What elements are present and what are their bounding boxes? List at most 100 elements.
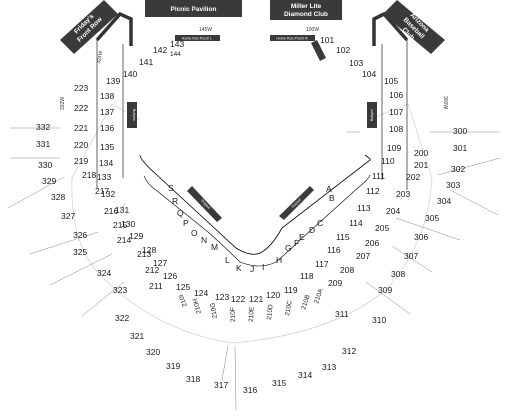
section-210B[interactable]: 210B [300, 294, 311, 311]
section-204[interactable]: 204 [386, 206, 400, 216]
section-304[interactable]: 304 [437, 196, 451, 206]
section-123[interactable]: 123 [215, 292, 229, 302]
section-B[interactable]: B [329, 193, 335, 203]
section-322[interactable]: 322 [115, 313, 129, 323]
section-317[interactable]: 317 [214, 380, 228, 390]
section-210C[interactable]: 210C [284, 300, 294, 317]
section-214[interactable]: 214 [117, 235, 131, 245]
section-143[interactable]: 143 [170, 39, 184, 49]
section-302[interactable]: 302 [451, 164, 465, 174]
section-134[interactable]: 134 [99, 158, 113, 168]
section-116[interactable]: 116 [327, 245, 341, 255]
section-111[interactable]: 111 [372, 171, 385, 181]
section-N[interactable]: N [201, 235, 207, 245]
section-311[interactable]: 311 [335, 309, 349, 319]
section-320[interactable]: 320 [146, 347, 160, 357]
miller-lite-box[interactable] [270, 0, 342, 20]
section-210D[interactable]: 210D [266, 304, 275, 320]
section-323[interactable]: 323 [113, 285, 127, 295]
section-201[interactable]: 201 [414, 160, 428, 170]
section-102[interactable]: 102 [336, 45, 350, 55]
section-210F[interactable]: 210F [229, 307, 237, 322]
section-124[interactable]: 124 [194, 288, 208, 298]
section-139[interactable]: 139 [106, 76, 120, 86]
section-223[interactable]: 223 [74, 83, 88, 93]
section-210I[interactable]: 210I [178, 293, 189, 307]
section-138[interactable]: 138 [100, 91, 114, 101]
section-205[interactable]: 205 [375, 223, 389, 233]
section-F[interactable]: F [294, 238, 299, 248]
section-319[interactable]: 319 [166, 361, 180, 371]
section-203[interactable]: 203 [396, 189, 410, 199]
section-208[interactable]: 208 [340, 265, 354, 275]
section-117[interactable]: 117 [315, 259, 329, 269]
section-318[interactable]: 318 [186, 374, 200, 384]
section-210H[interactable]: 210H [192, 297, 203, 314]
section-300[interactable]: 300 [453, 126, 467, 136]
section-C[interactable]: C [317, 218, 323, 228]
section-109[interactable]: 109 [387, 143, 401, 153]
section-328[interactable]: 328 [51, 192, 65, 202]
section-107[interactable]: 107 [389, 107, 403, 117]
section-H[interactable]: H [276, 255, 282, 265]
section-303[interactable]: 303 [446, 180, 460, 190]
home-run-porch-left[interactable] [175, 35, 220, 41]
section-130[interactable]: 130 [121, 219, 135, 229]
section-105[interactable]: 105 [384, 76, 398, 86]
section-327[interactable]: 327 [61, 211, 75, 221]
section-207[interactable]: 207 [356, 251, 370, 261]
section-Q[interactable]: Q [177, 208, 184, 218]
section-326[interactable]: 326 [73, 230, 87, 240]
section-217[interactable]: 217 [95, 186, 109, 196]
section-144[interactable]: 144 [170, 51, 181, 58]
section-S[interactable]: S [168, 183, 174, 193]
section-101[interactable]: 101 [320, 35, 334, 45]
section-206[interactable]: 206 [365, 238, 379, 248]
section-218[interactable]: 218 [82, 170, 96, 180]
section-321[interactable]: 321 [130, 331, 144, 341]
section-A[interactable]: A [326, 184, 332, 194]
section-332[interactable]: 332 [36, 122, 50, 132]
section-142[interactable]: 142 [153, 45, 167, 55]
section-210G[interactable]: 210G [209, 302, 219, 319]
section-308[interactable]: 308 [391, 269, 405, 279]
section-E[interactable]: E [299, 232, 305, 242]
section-137[interactable]: 137 [100, 107, 114, 117]
section-126[interactable]: 126 [163, 271, 177, 281]
section-331[interactable]: 331 [36, 139, 50, 149]
section-K[interactable]: K [236, 263, 242, 273]
section-324[interactable]: 324 [97, 268, 111, 278]
section-313[interactable]: 313 [322, 362, 336, 372]
section-110[interactable]: 110 [381, 156, 395, 166]
section-115[interactable]: 115 [336, 232, 350, 242]
section-127[interactable]: 127 [153, 258, 167, 268]
section-215[interactable]: 215 [113, 220, 127, 230]
section-212[interactable]: 212 [145, 265, 159, 275]
section-125[interactable]: 125 [176, 282, 190, 292]
section-122[interactable]: 122 [231, 294, 245, 304]
pool-suite-box[interactable] [311, 40, 326, 61]
section-211[interactable]: 211 [149, 281, 163, 291]
section-M[interactable]: M [211, 242, 218, 252]
section-J[interactable]: J [250, 264, 254, 274]
section-307[interactable]: 307 [404, 251, 418, 261]
section-103[interactable]: 103 [349, 58, 363, 68]
section-306[interactable]: 306 [414, 232, 428, 242]
section-114[interactable]: 114 [349, 218, 363, 228]
section-301[interactable]: 301 [453, 143, 467, 153]
section-R[interactable]: R [172, 196, 178, 206]
section-121[interactable]: 121 [249, 294, 263, 304]
section-220[interactable]: 220 [74, 140, 88, 150]
section-213[interactable]: 213 [137, 249, 151, 259]
section-216[interactable]: 216 [104, 206, 118, 216]
section-221[interactable]: 221 [74, 123, 88, 133]
section-I[interactable]: I [262, 262, 264, 272]
section-133[interactable]: 133 [97, 172, 111, 182]
section-P[interactable]: P [183, 218, 189, 228]
section-128[interactable]: 128 [142, 245, 156, 255]
section-D[interactable]: D [309, 225, 315, 235]
section-210E[interactable]: 210E [248, 306, 256, 322]
section-O[interactable]: O [191, 228, 198, 238]
section-325[interactable]: 325 [73, 247, 87, 257]
section-210A[interactable]: 210A [313, 287, 325, 304]
